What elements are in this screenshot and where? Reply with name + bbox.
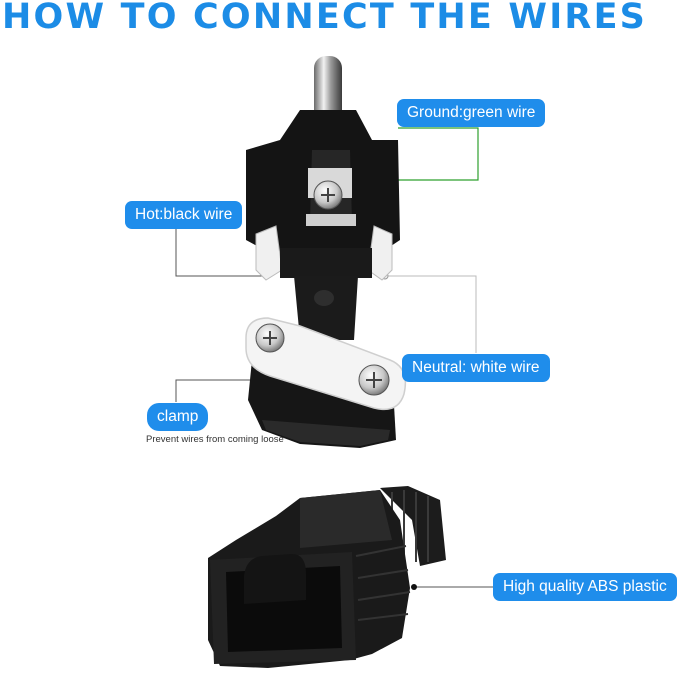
- neutral-label: Neutral: white wire: [402, 354, 550, 382]
- clamp-note: Prevent wires from coming loose: [146, 434, 284, 445]
- abs-label: High quality ABS plastic: [493, 573, 677, 601]
- clamp-part: [245, 317, 407, 411]
- abs-dot: [411, 584, 417, 590]
- hot-line: [175, 228, 266, 277]
- page-title: HOW TO CONNECT THE WIRES: [2, 0, 648, 37]
- ground-label: Ground:green wire: [397, 99, 546, 127]
- ground-line: [342, 127, 479, 181]
- abs-cover: [208, 486, 446, 668]
- clamp-label: clamp: [147, 403, 209, 431]
- plug-pin: [314, 56, 342, 122]
- neutral-line: [385, 275, 477, 353]
- hot-label: Hot:black wire: [125, 201, 243, 229]
